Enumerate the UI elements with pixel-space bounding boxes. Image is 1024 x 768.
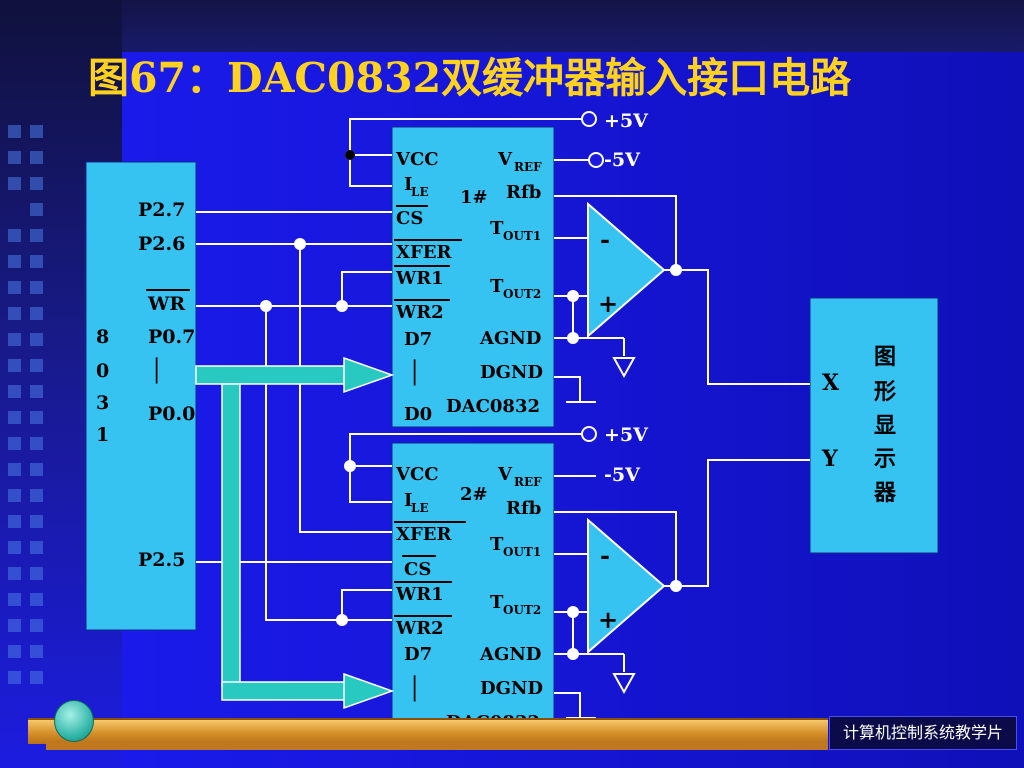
dac1-pin-wr2: WR2 [395, 302, 444, 323]
opamp1-minus: - [600, 225, 610, 254]
dac2-pin-tout1-sub: OUT1 [503, 545, 541, 559]
dac1-pin-ile-sub: LE [411, 185, 429, 199]
dac1-pin-d0: D0 [404, 404, 432, 425]
dac1-chip-name: DAC0832 [446, 396, 540, 417]
mcu-pin-p27: P2.7 [138, 199, 185, 221]
dac2-number: 2# [460, 484, 488, 505]
dac2-pin-wr1: WR1 [395, 584, 444, 605]
dac2-pin-agnd: AGND [479, 644, 541, 665]
mcu-name-char: 1 [96, 424, 109, 446]
display-label-char: 显 [874, 413, 896, 439]
vcc1-node [345, 150, 355, 160]
dac2-bus-bar: │ [408, 675, 421, 702]
dac1-bus-bar: │ [408, 359, 421, 386]
dac2-pin-d7: D7 [404, 644, 432, 665]
dac2-pin-rfb: Rfb [506, 498, 541, 519]
dac2-pin-vcc: VCC [395, 464, 439, 485]
dac2-pin-vref-sub: REF [514, 475, 542, 489]
opamp1-plus: + [598, 289, 618, 318]
display-label-char: 器 [873, 480, 897, 506]
mcu-name-char: 8 [96, 326, 109, 348]
opamp2-plus: + [598, 605, 618, 634]
bottom-decor-bar [28, 718, 828, 744]
supply-neg-2: -5V [604, 464, 641, 486]
mcu-name-char: 0 [96, 360, 109, 382]
dac1-pin-cs: CS [396, 208, 423, 229]
footer-label: 计算机控制系统教学片 [829, 716, 1017, 750]
mcu-pin-p07: P0.7 [148, 326, 195, 348]
dac1-pin-vref: V [497, 149, 513, 170]
dac1-pin-xfer: XFER [396, 242, 452, 263]
dac2-pin-xfer: XFER [396, 524, 452, 545]
dac2-pin-tout2-sub: OUT2 [503, 603, 541, 617]
dac2-pin-tout1: T [490, 534, 504, 555]
dac2-pin-ile-sub: LE [411, 501, 429, 515]
dac1-pin-d7: D7 [404, 329, 432, 350]
dac2-pin-tout2: T [490, 592, 504, 613]
mcu-bus-bar: │ [150, 357, 163, 384]
display-label-char: 形 [874, 379, 896, 405]
dac1-number: 1# [460, 187, 488, 208]
bottom-decor-bar-shadow [46, 742, 828, 750]
mcu-pin-p26: P2.6 [138, 233, 185, 255]
dac1-pin-agnd: AGND [479, 328, 541, 349]
display-label-char: 示 [874, 446, 896, 472]
dac1-pin-tout2-sub: OUT2 [503, 287, 541, 301]
dac2-pin-dgnd: DGND [480, 678, 543, 699]
supply-pos-2: +5V [604, 424, 649, 446]
mcu-pin-p00: P0.0 [148, 403, 195, 425]
dac1-pin-tout2: T [490, 276, 504, 297]
dac1-pin-tout1: T [490, 218, 504, 239]
dac1-pin-vcc: VCC [395, 149, 439, 170]
dac1-pin-vref-sub: REF [514, 160, 542, 174]
display-x-input: X [822, 370, 840, 396]
mcu-pin-p25: P2.5 [138, 549, 185, 571]
mcu-pin-wr: WR [147, 293, 185, 315]
dac1-pin-tout1-sub: OUT1 [503, 229, 541, 243]
dac1-pin-rfb: Rfb [506, 182, 541, 203]
dac2-pin-wr2: WR2 [395, 618, 444, 639]
cylinder-decor [54, 700, 94, 742]
dac1-pin-dgnd: DGND [480, 362, 543, 383]
dac2-pin-vref: V [497, 464, 513, 485]
dac1-pin-wr1: WR1 [395, 268, 444, 289]
opamp2-minus: - [600, 541, 610, 570]
dac2-pin-cs: CS [404, 559, 431, 580]
mcu-name-char: 3 [96, 392, 109, 414]
display-y-input: Y [821, 446, 838, 472]
supply-pos-1: +5V [604, 110, 649, 132]
display-label-char: 图 [874, 344, 896, 370]
supply-neg-1: -5V [604, 149, 641, 171]
